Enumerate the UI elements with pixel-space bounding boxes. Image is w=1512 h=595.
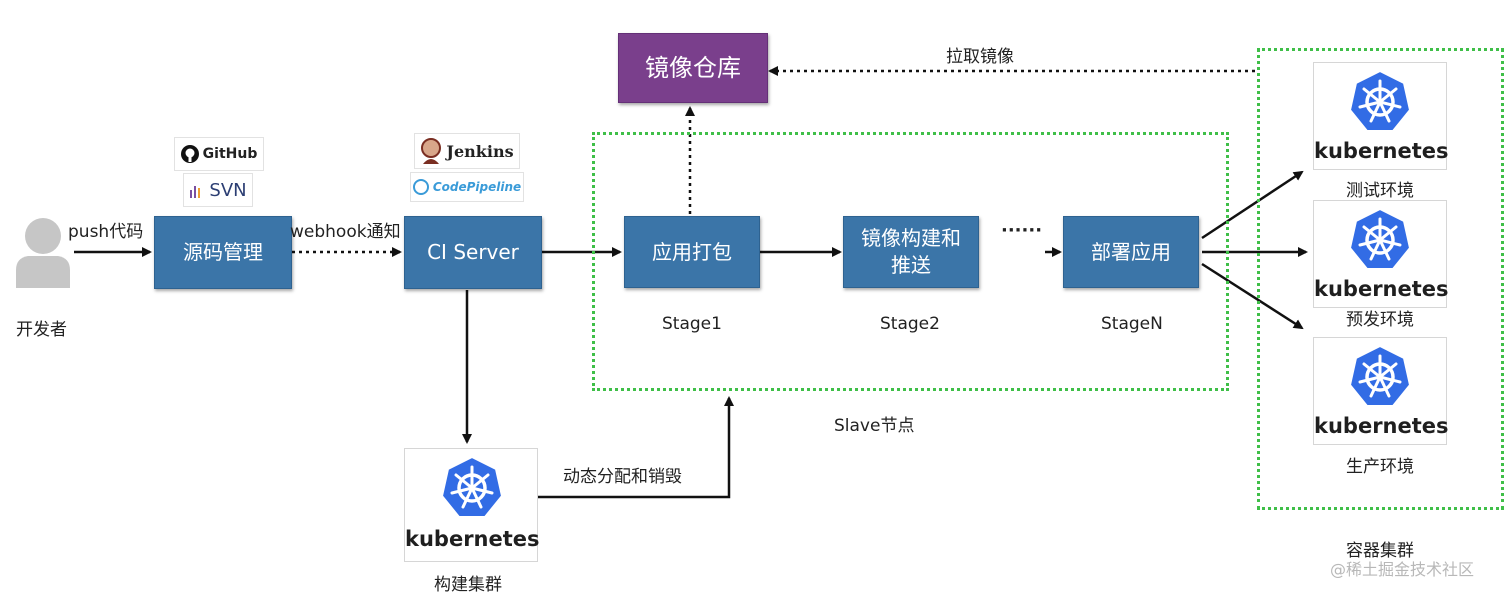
jenkins-label: Jenkins [446, 141, 514, 161]
arrow-deploy-to-test [1201, 170, 1304, 240]
kubernetes-wordmark: kubernetes [1314, 277, 1449, 301]
kubernetes-icon [1348, 207, 1412, 270]
codepipeline-badge: CodePipeline [410, 172, 524, 202]
image-build-push-box: 镜像构建和 推送 [843, 216, 979, 288]
kubernetes-wordmark: kubernetes [405, 527, 540, 551]
stage-ellipsis: ······ [1001, 220, 1043, 241]
test-env-k8s-card: kubernetes [1313, 62, 1449, 170]
deploy-app-box: 部署应用 [1063, 216, 1199, 288]
build-cluster-label: 构建集群 [434, 575, 502, 595]
codepipeline-label: CodePipeline [432, 180, 522, 194]
app-package-box: 应用打包 [624, 216, 760, 288]
webhook-label: webhook通知 [290, 222, 401, 242]
build-cluster-k8s-card: kubernetes [404, 448, 540, 562]
svn-icon [190, 186, 201, 198]
prod-env-k8s-card: kubernetes [1313, 337, 1449, 445]
github-icon [180, 145, 199, 163]
jenkins-icon [421, 138, 442, 164]
container-cluster-region [1257, 48, 1504, 510]
slave-node-region [592, 132, 1229, 391]
developer-person-icon [16, 218, 70, 288]
pre-env-label: 预发环境 [1346, 310, 1414, 330]
codepipeline-icon [412, 179, 429, 195]
dynamic-allocation-label: 动态分配和销毁 [563, 467, 682, 487]
image-registry-box: 镜像仓库 [618, 33, 768, 103]
stage1-label: Stage1 [662, 314, 722, 334]
container-cluster-label: 容器集群 [1346, 541, 1414, 561]
watermark: @稀土掘金技术社区 [1330, 560, 1475, 579]
pull-image-label: 拉取镜像 [946, 47, 1014, 67]
push-label: push代码 [68, 222, 144, 242]
svn-badge: SVN [183, 173, 253, 207]
svn-label: SVN [209, 179, 247, 201]
arrow-deploy-to-prod [1201, 262, 1304, 330]
kubernetes-icon [1348, 344, 1412, 407]
slave-node-label: Slave节点 [834, 416, 915, 436]
pre-env-k8s-card: kubernetes [1313, 200, 1449, 308]
ci-server-box: CI Server [404, 216, 542, 289]
prod-env-label: 生产环境 [1346, 457, 1414, 477]
github-label: GitHub [202, 146, 258, 162]
github-badge: GitHub [174, 137, 264, 171]
developer-label: 开发者 [16, 320, 67, 340]
kubernetes-wordmark: kubernetes [1314, 414, 1449, 438]
jenkins-badge: Jenkins [414, 133, 520, 169]
test-env-label: 测试环境 [1346, 181, 1414, 201]
kubernetes-icon [440, 455, 504, 518]
source-control-box: 源码管理 [154, 216, 292, 289]
stage2-label: Stage2 [880, 314, 940, 334]
stagen-label: StageN [1101, 314, 1163, 334]
kubernetes-icon [1348, 69, 1412, 132]
arrow-dynamic-allocation [524, 396, 734, 499]
kubernetes-wordmark: kubernetes [1314, 139, 1449, 163]
